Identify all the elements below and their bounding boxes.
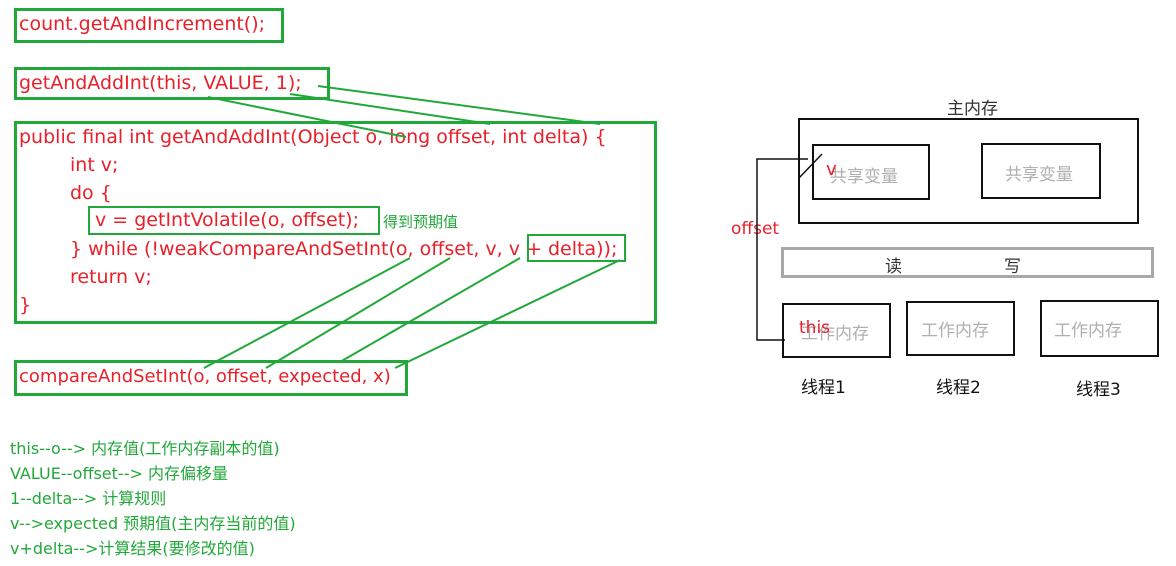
work-mem-box-1 <box>782 303 891 358</box>
volatile-read-box <box>88 206 380 235</box>
thread-1-label: 线程1 <box>801 378 846 398</box>
v-plus-delta-box <box>527 234 626 262</box>
add-call-box <box>14 67 330 100</box>
connector-offset-to-offset <box>265 257 451 369</box>
expected-note: 得到预期值 <box>383 213 459 231</box>
method-line-7: } <box>19 294 32 316</box>
connector-value-to-offset <box>289 93 491 125</box>
method-line-6: return v; <box>70 266 152 288</box>
method-line-3: do { <box>70 182 112 204</box>
thread-3-label: 线程3 <box>1076 380 1121 400</box>
shared-var-1: 共享变量 <box>830 167 898 187</box>
note-3: 1--delta--> 计算规则 <box>10 489 167 508</box>
shared-var-2: 共享变量 <box>1005 165 1073 185</box>
connector-o-to-o <box>203 257 411 369</box>
read-write-bus <box>781 247 1154 278</box>
connector-this-to-o <box>207 96 407 138</box>
call-text: count.getAndIncrement(); <box>19 13 266 35</box>
cas-call-box <box>14 360 408 396</box>
method-line-2: int v; <box>70 154 119 176</box>
call-box <box>14 8 284 43</box>
work-mem-box-3 <box>1040 300 1159 357</box>
bus-write-label: 写 <box>1004 257 1021 277</box>
connector-1-to-delta <box>317 85 601 125</box>
note-4: v-->expected 预期值(主内存当前的值) <box>10 514 296 533</box>
connector-v-to-expected <box>339 257 521 363</box>
note-1: this--o--> 内存值(工作内存副本的值) <box>10 439 280 458</box>
this-label: this <box>799 318 831 338</box>
shared-var-box-2 <box>981 143 1101 199</box>
note-5: v+delta-->计算结果(要修改的值) <box>10 539 255 558</box>
v-pointer-line <box>798 153 823 179</box>
method-line-5: } while (!weakCompareAndSetInt(o, offset… <box>70 238 618 260</box>
method-line-4: v = getIntVolatile(o, offset); <box>95 209 359 231</box>
method-line-1: public final int getAndAddInt(Object o, … <box>19 126 607 148</box>
work-mem-1: 工作内存 <box>801 324 869 344</box>
shared-var-box-1 <box>812 144 930 200</box>
work-mem-box-2 <box>906 301 1015 356</box>
add-call-text: getAndAddInt(this, VALUE, 1); <box>19 72 302 94</box>
cas-call-text: compareAndSetInt(o, offset, expected, x) <box>19 366 391 387</box>
main-memory-box <box>798 118 1139 224</box>
main-memory-label: 主内存 <box>947 99 998 119</box>
work-mem-3: 工作内存 <box>1054 321 1122 341</box>
connector-delta-to-x <box>394 259 621 369</box>
v-label: v <box>826 159 837 180</box>
bus-read-label: 读 <box>885 257 902 277</box>
thread-2-label: 线程2 <box>936 378 981 398</box>
offset-label: offset <box>731 219 780 239</box>
offset-this-bracket <box>756 158 808 341</box>
work-mem-2: 工作内存 <box>921 321 989 341</box>
note-2: VALUE--offset--> 内存偏移量 <box>10 464 228 483</box>
